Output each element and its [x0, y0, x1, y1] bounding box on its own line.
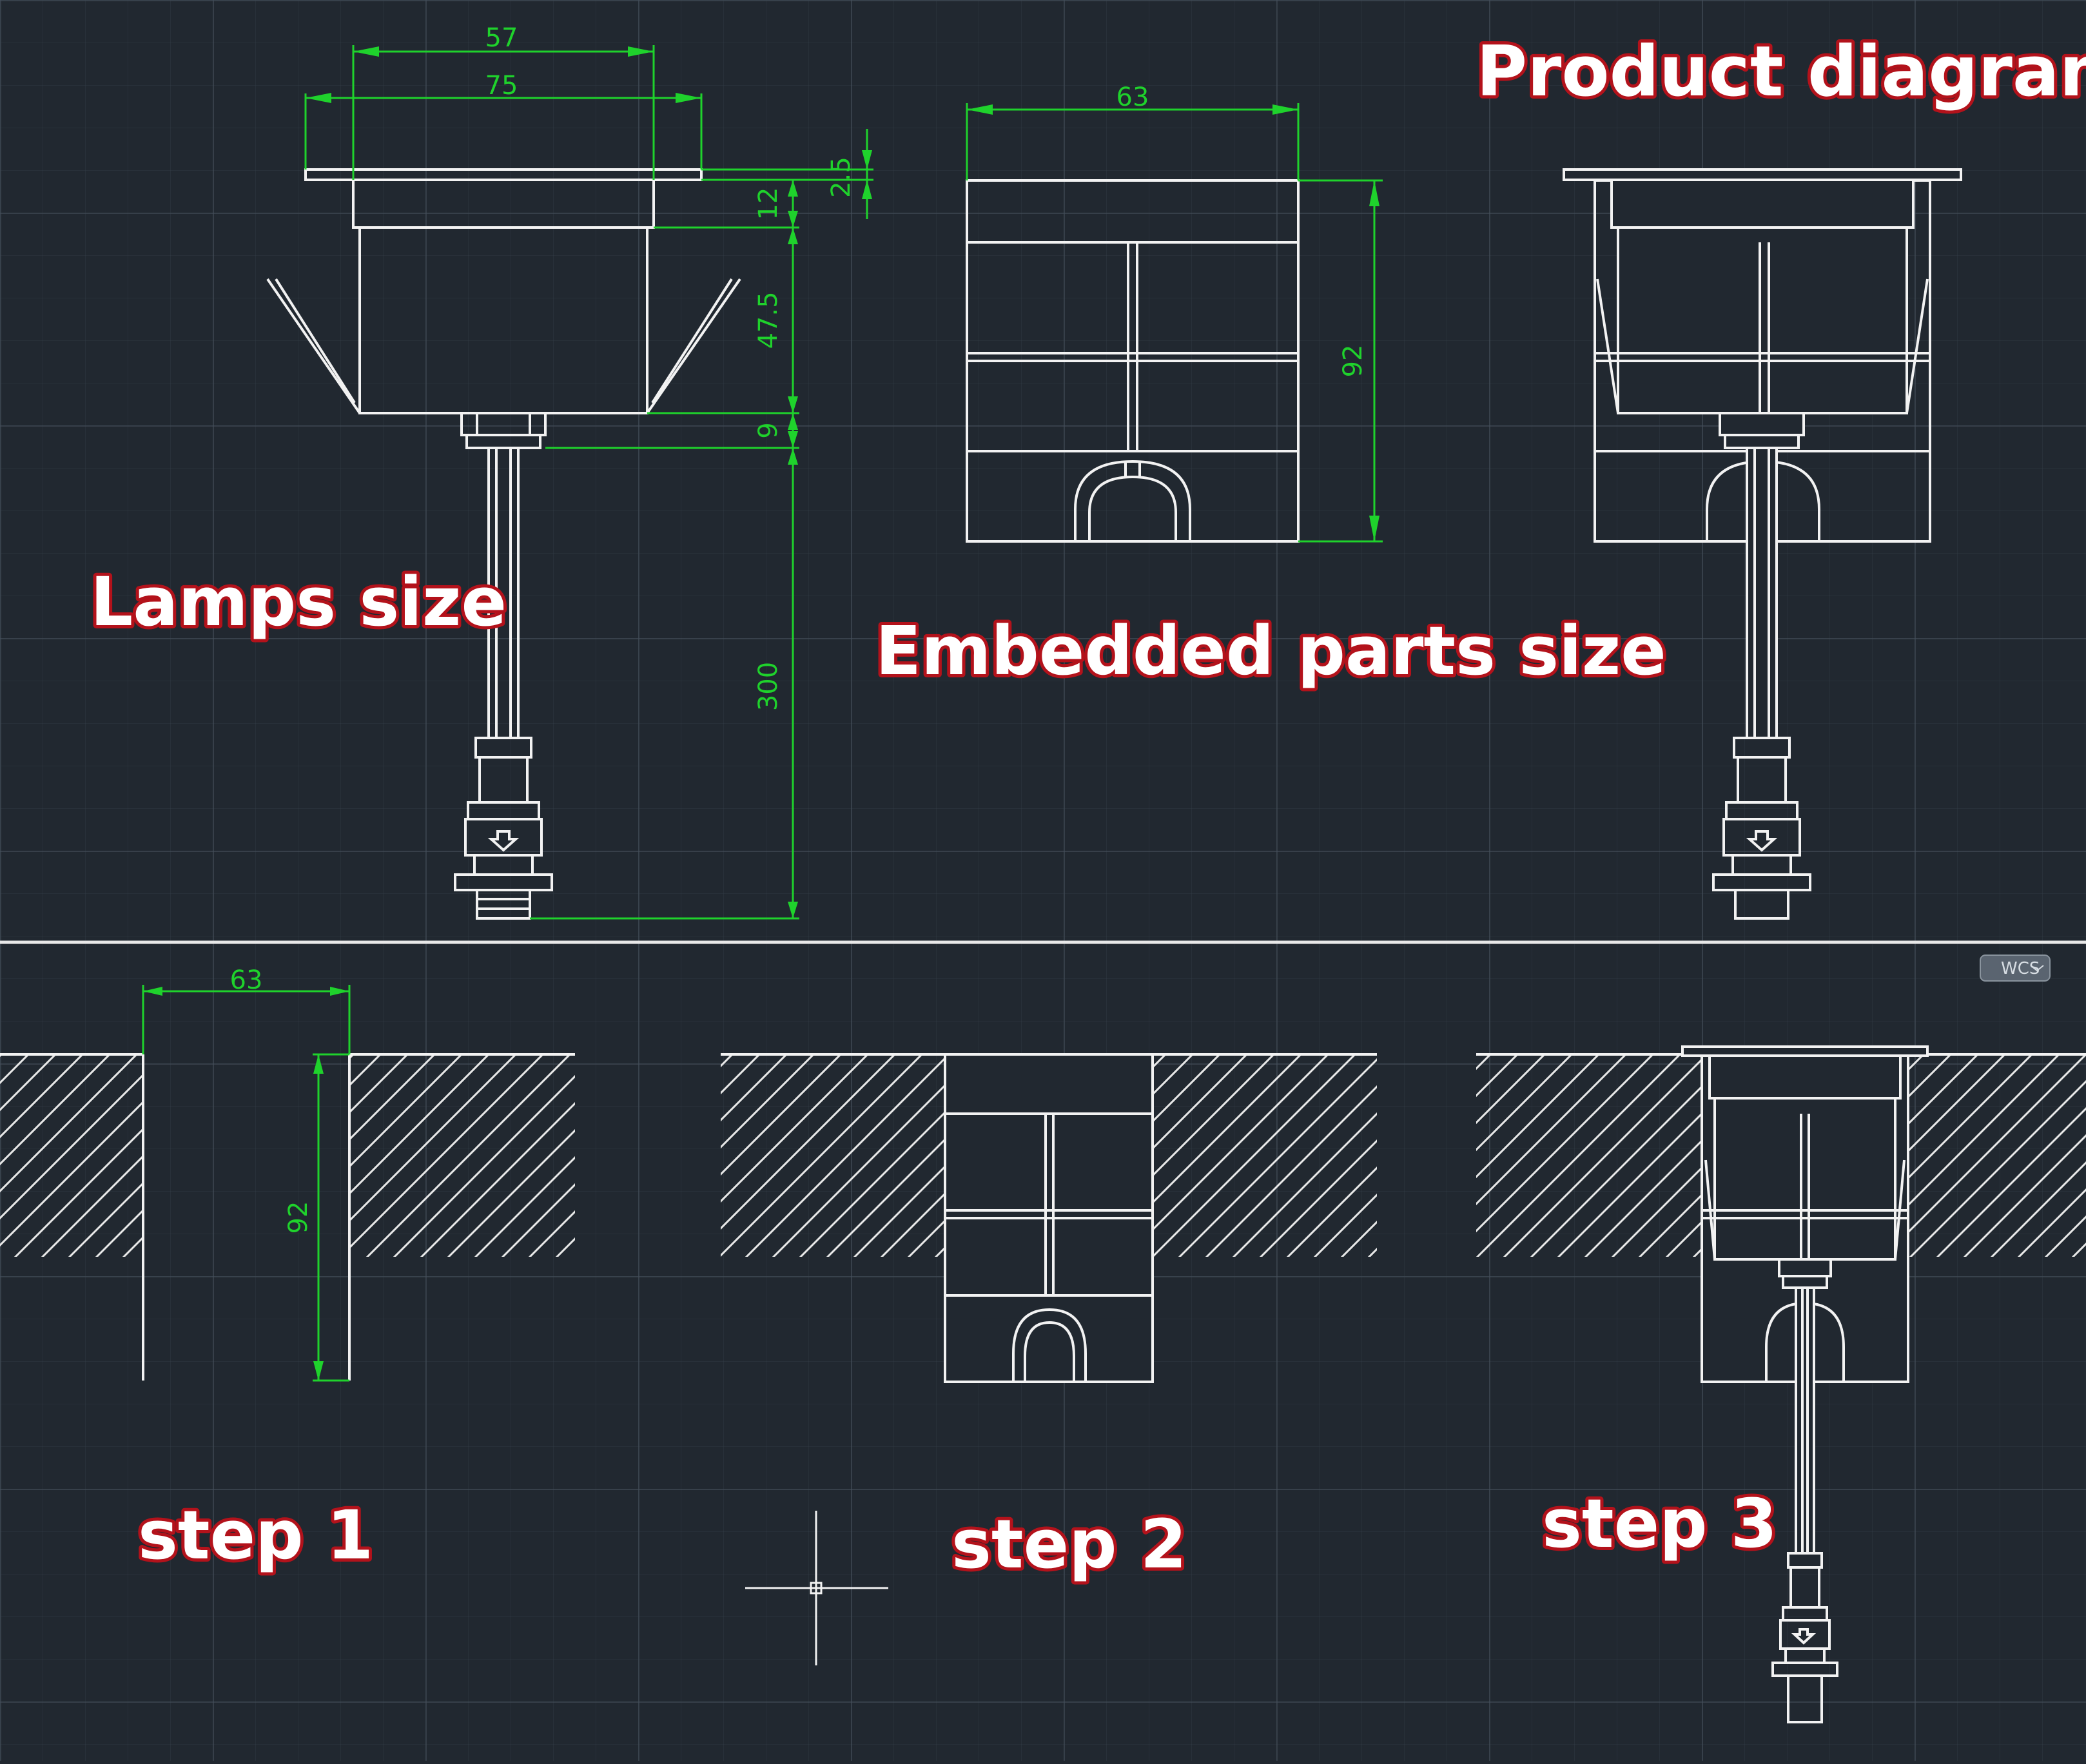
lamp-dimensions: 57 75 2.5 12 47.5 9 300	[304, 23, 873, 920]
title-step2: step 2	[951, 1505, 1187, 1584]
dim-lamp-collar-height: 12	[754, 188, 783, 220]
dim-lamp-body-height: 47.5	[754, 291, 783, 349]
product-assembly-drawing	[1563, 168, 1962, 920]
dim-lamp-inner-width: 57	[485, 23, 518, 53]
lamp-drawing	[266, 168, 741, 920]
embedded-part-drawing	[966, 179, 1300, 543]
step2-drawing	[721, 1053, 1377, 1383]
crosshair-cursor-icon	[745, 1511, 888, 1665]
embedded-part-dimensions: 63 92	[966, 82, 1383, 543]
step1-dimensions: 63 92	[142, 965, 351, 1382]
title-product-diagram: Product diagram	[1476, 32, 2086, 112]
step3-drawing	[1476, 1045, 2086, 1723]
dim-embedded-height: 92	[1338, 345, 1368, 378]
dim-embedded-width: 63	[1116, 82, 1149, 112]
step1-drawing	[0, 1053, 575, 1381]
title-lamps-size: Lamps size	[90, 563, 507, 641]
chevron-down-icon	[2030, 965, 2044, 972]
title-step3: step 3	[1542, 1484, 1777, 1563]
dim-lamp-flange-thickness: 2.5	[826, 157, 856, 198]
title-step1: step 1	[138, 1496, 373, 1575]
dim-hole-depth: 92	[284, 1201, 313, 1234]
title-embedded-parts-size: Embedded parts size	[875, 612, 1666, 690]
dim-lamp-cable-length: 300	[754, 662, 783, 711]
dim-hole-width: 63	[230, 965, 263, 995]
dim-lamp-flange-width: 75	[485, 71, 518, 101]
dim-lamp-neck-height: 9	[754, 422, 783, 438]
wcs-badge-label: WCS	[2001, 959, 2040, 978]
wcs-badge[interactable]: WCS	[1980, 955, 2051, 982]
